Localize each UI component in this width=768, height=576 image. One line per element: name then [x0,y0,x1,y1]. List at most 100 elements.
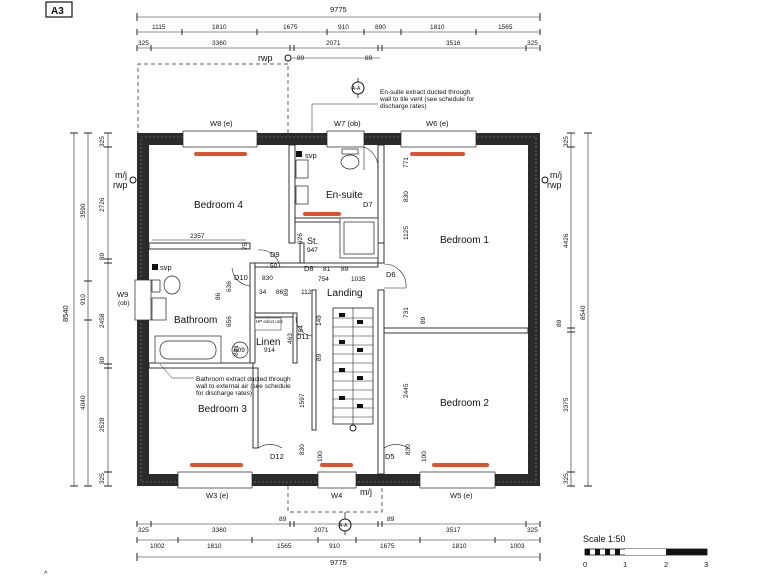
left-dim-2: 910 [80,294,87,305]
door-d11: D11 [296,332,309,341]
window-w6-label: W6 (e) [426,119,449,128]
ensuite-fittings [295,148,379,259]
door-d8: D8 [304,264,314,273]
svg-text:75: 75 [242,242,249,250]
top2-dim-3: 2071 [326,40,341,47]
svg-text:3: 3 [704,560,708,569]
door-d10: D10 [234,273,248,282]
section-marker-bottom: A-A [338,512,352,535]
svg-text:1565: 1565 [277,543,292,550]
window-w9-label: W9 [117,290,128,299]
svg-text:100: 100 [317,451,324,462]
svg-text:86: 86 [215,292,222,300]
sheet-label-box [45,1,73,18]
left-total-dim: 8540 [61,305,70,322]
svg-text:1035: 1035 [351,276,366,283]
windows-bottom [177,471,496,489]
windows-top [182,130,477,148]
svg-text:0: 0 [583,560,587,569]
svg-text:1125: 1125 [403,226,410,240]
room-bedroom-2: Bedroom 2 [440,398,489,409]
section-marker-top: A-A [351,78,365,98]
bathroom-fittings [151,275,249,364]
top-dim-7: 1565 [498,24,513,31]
window-w5-label: W5 (e) [450,491,473,500]
internal-walls [148,144,529,475]
svg-text:^: ^ [44,569,48,576]
top2-dim-4: 3516 [446,40,461,47]
left2-dim-1: 325 [99,136,106,147]
svg-text:926: 926 [297,233,304,244]
mj-bottom-label: m/j [360,487,372,497]
bottom-dimensions: 325 3360 89 2071 89 3517 325 1002 1810 1… [136,516,541,567]
window-w3-label: W3 (e) [206,491,229,500]
svg-text:821: 821 [233,345,240,356]
mj-right-label: m/j [550,170,562,180]
svg-text:830: 830 [262,275,273,282]
hp-unit [254,317,282,331]
svg-text:1003: 1003 [510,543,525,550]
door-d6: D6 [386,270,396,279]
svg-text:89: 89 [316,353,323,361]
svg-text:914: 914 [264,347,275,354]
rwp-right-symbol [541,176,549,184]
top-dim-2: 1810 [212,24,227,31]
rwp-right-label: rwp [547,180,562,190]
sheet-size-label: A3 [51,6,64,17]
ensuite-extract-note: En-suite extract ducted through wall to … [379,89,476,110]
svg-text:112: 112 [301,289,312,296]
top2-dim-2: 3360 [212,40,227,47]
svg-text:2445: 2445 [403,383,410,398]
svg-text:34: 34 [259,289,267,296]
window-w9 [134,279,152,321]
left2-dim-3: 89 [99,252,106,260]
left2-dim-7: 325 [99,473,106,484]
room-bedroom-3: Bedroom 3 [198,404,247,415]
rwp-left-label: rwp [113,180,128,190]
svg-text:1002: 1002 [150,543,165,550]
top-dim-1: 1115 [152,24,166,31]
mj-left-label: m/j [115,170,127,180]
window-w4-label: W4 [331,491,342,500]
svg-text:81: 81 [323,266,331,273]
rwp-left-symbol [129,176,137,184]
svg-text:89: 89 [387,516,395,523]
room-bathroom: Bathroom [174,315,217,326]
svg-text:463: 463 [287,333,294,344]
svg-text:89: 89 [283,288,290,296]
svg-text:A-A: A-A [339,523,348,529]
svp-ensuite-symbol [296,151,302,157]
top-dim-6: 1810 [430,24,445,31]
svg-text:2071: 2071 [314,527,329,534]
window-w7-label: W7 (ob) [334,119,361,128]
svg-text:Scale 1:50: Scale 1:50 [583,534,626,544]
svg-text:830: 830 [405,444,412,455]
svg-text:100: 100 [421,451,428,462]
left2-dim-4: 2458 [99,313,106,328]
svg-text:2357: 2357 [190,233,205,240]
top-total-dim: 9775 [330,5,347,14]
svg-text:1810: 1810 [207,543,222,550]
rwp-top-label: rwp [258,53,273,63]
svg-text:771: 771 [403,157,410,168]
top-dim-3: 1675 [283,24,298,31]
right-dim-2: 4426 [563,233,570,248]
svp-bathroom-symbol [152,264,158,270]
door-swings [231,146,409,449]
scale-bar: Scale 1:50 0 1 2 3 [583,534,708,569]
door-d7: D7 [363,200,373,209]
svg-text:754: 754 [298,325,305,336]
left-dim-1: 3590 [80,203,87,218]
svg-text:325: 325 [138,527,149,534]
internal-dimensions: 2357 75 50 830 81 89 754 1035 34 86 112 … [152,157,428,462]
svg-text:1: 1 [623,560,627,569]
svg-text:325: 325 [527,527,538,534]
svg-text:86: 86 [276,289,284,296]
svg-text:830: 830 [403,191,410,202]
svg-text:50: 50 [270,263,278,270]
svg-text:830: 830 [299,444,306,455]
top2-dim-1: 325 [138,40,149,47]
left2-dim-5: 89 [99,356,106,364]
door-d12: D12 [270,452,284,461]
